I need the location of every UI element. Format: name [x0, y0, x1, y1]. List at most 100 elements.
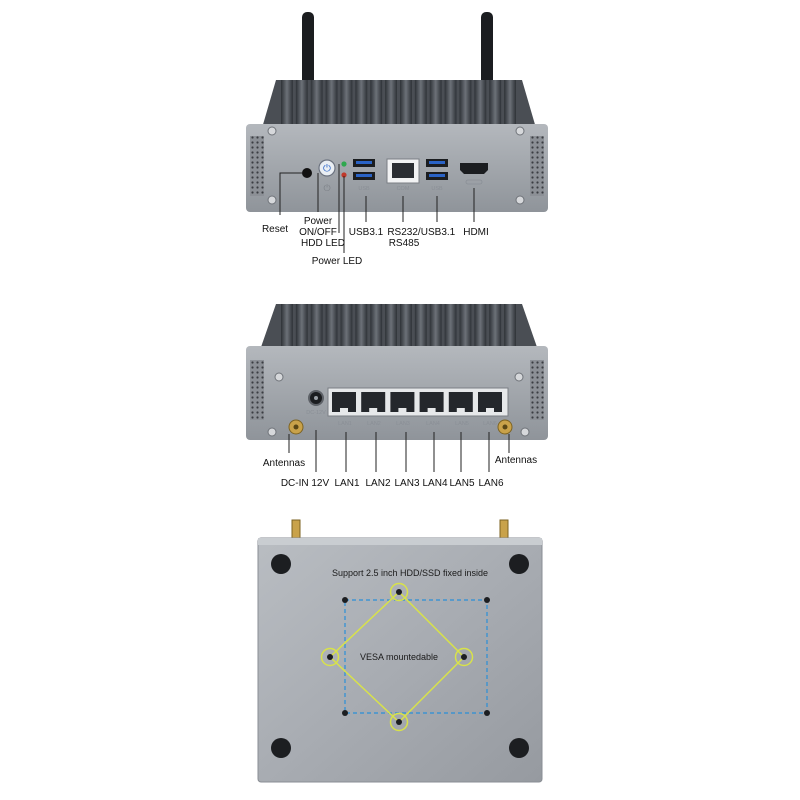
- lan-port-latch: [427, 408, 436, 412]
- hdd-support-note: Support 2.5 inch HDD/SSD fixed inside: [332, 568, 488, 578]
- rear-leader-lines: [288, 430, 510, 472]
- heatsink-fin: [385, 304, 397, 348]
- com-port-label: COM: [397, 186, 410, 192]
- heatsink-fin: [340, 304, 353, 348]
- lan-port-6[interactable]: [478, 392, 502, 412]
- lan-port-5[interactable]: [448, 392, 473, 412]
- heatsink-fin: [400, 304, 412, 348]
- hdmi-port[interactable]: [460, 163, 488, 174]
- power-button[interactable]: [318, 159, 336, 177]
- heatsink-fin: [444, 304, 457, 348]
- heatsink-fin: [414, 80, 427, 126]
- heatsink-fin: [474, 80, 487, 126]
- screw-icon: [515, 195, 525, 205]
- heatsink-fin: [459, 304, 472, 348]
- front-panel: ⏻ ⏻ USB COM USB: [246, 12, 548, 267]
- vesa-75-outline: [344, 599, 488, 714]
- lan-port-latch: [340, 408, 348, 412]
- heatsink-fin: [429, 80, 442, 126]
- power-led-callout: Power LED: [312, 256, 363, 267]
- vesa-hole: [484, 597, 490, 603]
- antenna-stud-right: [499, 519, 509, 541]
- usb-tongue: [429, 161, 445, 164]
- heatsink-fin: [325, 80, 338, 126]
- lan-port-4[interactable]: [419, 392, 444, 412]
- antennas-right-callout: Antennas: [495, 455, 537, 466]
- power-icon: ⏻: [323, 183, 330, 194]
- vent-front-right: [530, 136, 544, 196]
- heatsink-fin: [385, 80, 397, 126]
- screw-icon: [267, 126, 277, 136]
- hdmi-icon: [465, 179, 483, 185]
- heatsink-fin: [295, 80, 308, 126]
- screw-icon: [514, 372, 524, 382]
- lan-ports: [332, 392, 502, 412]
- vent-rear-left: [250, 360, 264, 420]
- heatsink-fin: [310, 304, 323, 348]
- screw-icon: [274, 372, 284, 382]
- screw-icon: [267, 195, 277, 205]
- dc-port-label: DC-12V: [306, 410, 326, 416]
- lan2-port-label: LAN2: [367, 421, 381, 427]
- heatsink-fins-front: [281, 80, 516, 126]
- power-switch-callout-line2: ON/OFF: [299, 227, 337, 238]
- bottom-panel: Support 2.5 inch HDD/SSD fixed inside VE…: [257, 519, 543, 783]
- vent-rear-right: [530, 360, 544, 420]
- hdd-led-callout: HDD LED: [301, 238, 345, 249]
- heatsink-fin: [281, 80, 293, 126]
- lan1-callout: LAN1: [334, 478, 359, 489]
- usb-left-callout: USB3.1: [349, 227, 384, 238]
- vesa-hole: [342, 710, 348, 716]
- heatsink-fin: [370, 80, 383, 126]
- reset-button[interactable]: [302, 168, 312, 178]
- lan-port-latch: [486, 408, 494, 412]
- hdd-led-indicator: [341, 161, 347, 167]
- heatsink-fin: [355, 304, 368, 348]
- vesa-ring-holes: [320, 582, 474, 732]
- antennas-left-callout: Antennas: [263, 458, 305, 469]
- lan-port-latch: [398, 408, 407, 412]
- rubber-foot: [509, 738, 529, 758]
- lan1-port-label: LAN1: [338, 421, 352, 427]
- heatsink-fin: [429, 304, 442, 348]
- lan3-callout: LAN3: [394, 478, 419, 489]
- com-callout-line1: RS232/: [387, 227, 421, 238]
- antenna-left-front: [302, 12, 314, 92]
- heatsink-fin: [474, 304, 487, 348]
- vent-front-left: [250, 136, 264, 196]
- usb-tongue: [356, 161, 372, 164]
- lan-port-1[interactable]: [332, 392, 356, 412]
- heatsink-fin: [459, 80, 472, 126]
- heatsink-fin: [489, 80, 502, 126]
- rubber-foot: [271, 554, 291, 574]
- screw-icon: [515, 126, 525, 136]
- heatsink-fin: [281, 304, 293, 348]
- hdmi-callout: HDMI: [463, 227, 489, 238]
- heatsink-fin: [355, 80, 368, 126]
- antenna-right-front: [481, 12, 493, 92]
- reset-callout: Reset: [262, 224, 288, 235]
- heatsink-fin: [444, 80, 457, 126]
- lan5-callout: LAN5: [449, 478, 474, 489]
- lan5-port-label: LAN5: [455, 421, 469, 427]
- rubber-foot: [271, 738, 291, 758]
- lan-port-latch: [456, 408, 465, 412]
- power-icon: ⏻: [323, 164, 331, 175]
- lan-port-2[interactable]: [361, 392, 386, 412]
- power-led-indicator: [341, 172, 347, 178]
- vesa-hole: [484, 710, 490, 716]
- lan-port-3[interactable]: [390, 392, 415, 412]
- lan6-port-label: LAN6: [483, 421, 497, 427]
- power-switch-callout-line1: Power: [304, 216, 333, 227]
- heatsink-fin: [414, 304, 427, 348]
- com-callout-line2: RS485: [389, 238, 420, 249]
- heatsink-fin: [325, 304, 338, 348]
- screw-icon: [267, 427, 277, 437]
- usb-right-callout: USB3.1: [421, 227, 456, 238]
- usb-right-port-label: USB: [431, 186, 443, 192]
- heatsink-fin: [370, 304, 383, 348]
- rear-panel: DC-12V LAN1 LAN2 LAN3 LAN4 LAN5 LAN6 Ant…: [246, 304, 548, 489]
- dc-in-callout: DC-IN 12V: [281, 478, 330, 489]
- heatsink-fins-rear: [281, 304, 516, 348]
- lan3-port-label: LAN3: [396, 421, 410, 427]
